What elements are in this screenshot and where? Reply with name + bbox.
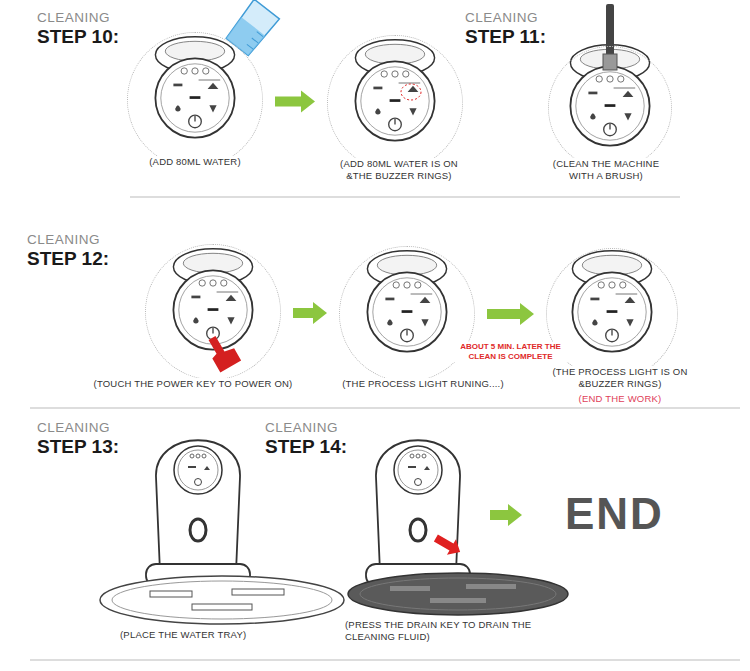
step-caption: (TOUCH THE POWER KEY TO POWER ON) — [92, 378, 295, 390]
step-arrow — [293, 302, 327, 324]
step-number: STEP 13: — [37, 436, 119, 458]
step-caption: (PLACE THE WATER TRAY) — [120, 629, 246, 641]
step-circle: (CLEAN THE MACHINE WITH A BRUSH) — [548, 46, 672, 170]
step-circle: (ADD 80ML WATER IS ON &THE BUZZER RINGS) — [327, 35, 463, 171]
step-caption: (ADD 80ML WATER IS ON &THE BUZZER RINGS) — [324, 158, 474, 183]
step-number: STEP 12: — [27, 248, 109, 270]
step-caption: (PRESS THE DRAIN KEY TO DRAIN THE CLEANI… — [345, 619, 539, 644]
caption-group: (ADD 80ML WATER IS ON &THE BUZZER RINGS) — [324, 158, 474, 183]
caption-group: (TOUCH THE POWER KEY TO POWER ON) — [92, 378, 295, 390]
caption-group: (ADD 80ML WATER) — [147, 156, 243, 168]
end-mark: END — [565, 489, 664, 539]
step-circle: (ADD 80ML WATER) — [127, 32, 263, 168]
step-caption: (ADD 80ML WATER) — [147, 156, 243, 168]
step-caption: (THE PROCESS LIGHT IS ON &BUZZER RINGS) — [541, 366, 699, 391]
time-note: ABOUT 5 MIN. LATER THE CLEAN IS COMPLETE — [451, 342, 571, 362]
step-arrow — [487, 303, 534, 325]
step-caption: (CLEAN THE MACHINE WITH A BRUSH) — [540, 158, 672, 183]
step-note: (END THE WORK) — [541, 393, 699, 405]
step-number: STEP 14: — [265, 436, 347, 458]
caption-group: (THE PROCESS LIGHT RUNING....) — [340, 378, 506, 390]
step-heading: CLEANING — [265, 420, 338, 435]
step-caption: (THE PROCESS LIGHT RUNING....) — [340, 378, 506, 390]
step-heading: CLEANING — [27, 232, 100, 247]
caption-group: (THE PROCESS LIGHT IS ON &BUZZER RINGS) (… — [541, 366, 699, 405]
step-number: STEP 10: — [37, 26, 119, 48]
step-arrow — [275, 91, 315, 113]
step-heading: CLEANING — [37, 10, 110, 25]
caption-group: (CLEAN THE MACHINE WITH A BRUSH) — [540, 158, 672, 183]
step-number: STEP 11: — [465, 26, 546, 48]
step-heading: CLEANING — [37, 420, 110, 435]
step-circle: (TOUCH THE POWER KEY TO POWER ON) — [145, 244, 281, 380]
step-heading: CLEANING — [465, 10, 538, 25]
